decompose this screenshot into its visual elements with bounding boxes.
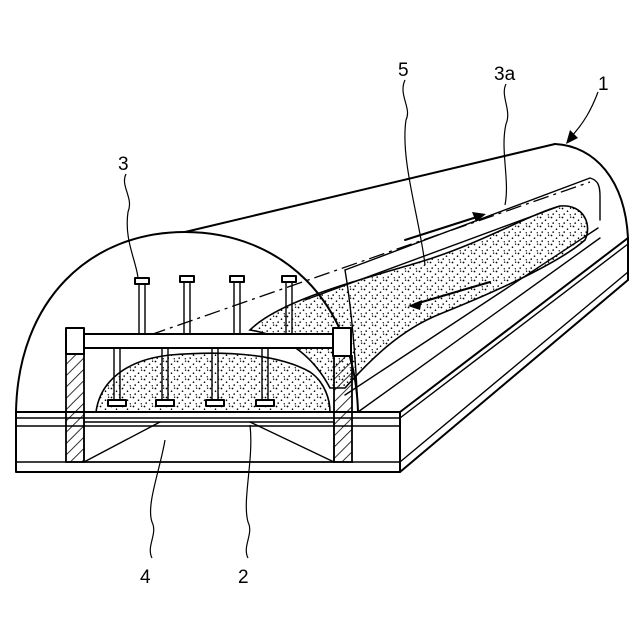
paddle-2 (156, 400, 174, 406)
right-post (334, 356, 352, 462)
arrow-forward (405, 216, 480, 240)
paddle-1 (108, 400, 126, 406)
windrow-body (250, 206, 588, 388)
label-2: 2 (238, 567, 249, 588)
leader-3a (504, 84, 508, 205)
left-post (66, 354, 84, 462)
label-3: 3 (118, 154, 129, 175)
label-3a: 3a (494, 64, 516, 85)
label-4: 4 (140, 567, 151, 588)
shaft-top-2 (180, 276, 194, 282)
shaft-top-1 (135, 278, 149, 284)
label-1: 1 (598, 74, 609, 95)
paddle-4 (256, 400, 274, 406)
leader-1-arrow (566, 130, 578, 144)
shaft-top-4 (282, 276, 296, 282)
crossbar (80, 334, 345, 348)
ridge-line (185, 144, 555, 232)
shaft-top-3 (230, 276, 244, 282)
label-5: 5 (398, 60, 409, 81)
paddle-3 (206, 400, 224, 406)
compost-windrow (250, 206, 588, 388)
left-end-cap (66, 328, 84, 354)
right-end-cap (333, 328, 351, 356)
leader-3 (124, 174, 138, 278)
